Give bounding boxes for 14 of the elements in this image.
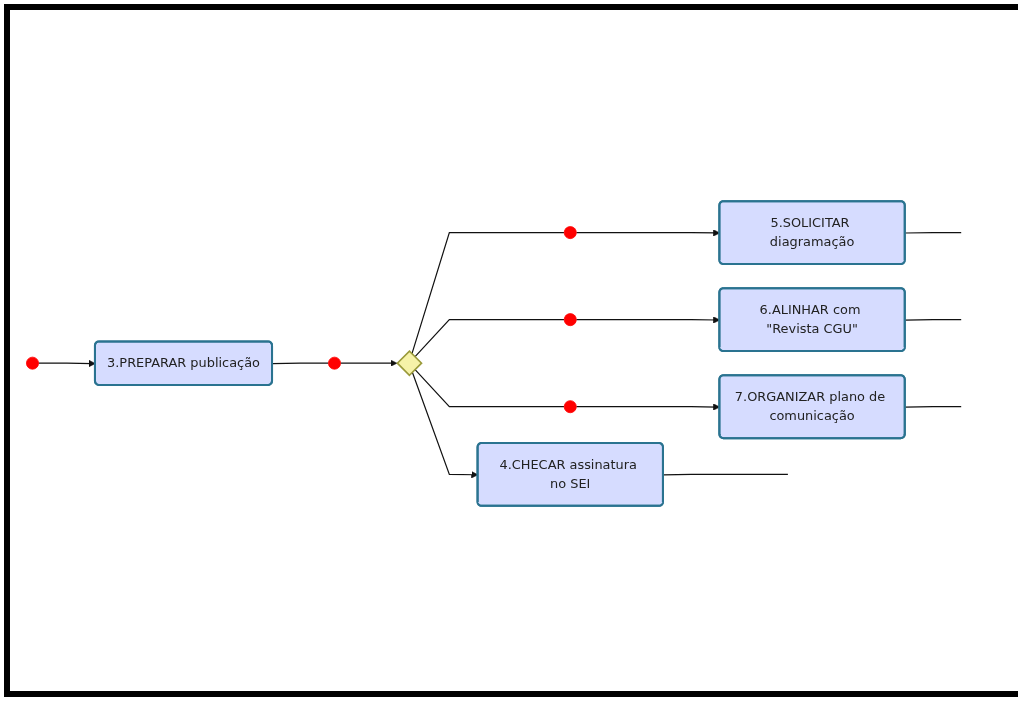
- node-circle: [328, 356, 341, 370]
- node-circle: [563, 400, 577, 414]
- connector: [662, 473, 789, 476]
- connector: [411, 232, 565, 355]
- connector: [414, 319, 565, 358]
- node-diamond: [396, 349, 423, 377]
- connector: [414, 368, 565, 408]
- connector: [904, 406, 962, 408]
- connector: [904, 232, 962, 234]
- node-circle: [563, 226, 577, 240]
- arrow: [339, 359, 398, 367]
- node-circle: [26, 356, 39, 370]
- node-circle: [563, 313, 577, 327]
- connector: [904, 319, 962, 321]
